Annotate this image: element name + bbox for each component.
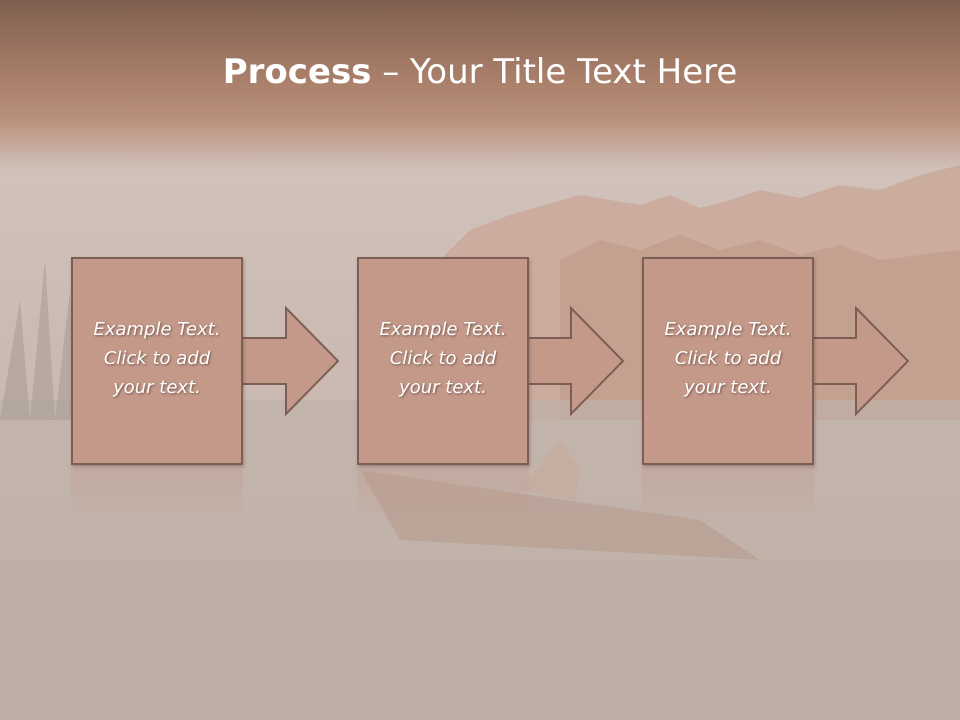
step-text-line: Example Text. [664, 319, 792, 340]
step-text: Example Text. Click to add your text. [73, 315, 241, 402]
step-text-line: Click to add [103, 348, 211, 369]
step-text-line: your text. [684, 377, 772, 398]
step-text-line: Click to add [674, 348, 782, 369]
step-text-line: Click to add [389, 348, 497, 369]
step-text-line: Example Text. [93, 319, 221, 340]
plant-leaves [0, 260, 75, 420]
process-step-box[interactable]: Example Text. Click to add your text. [71, 257, 243, 465]
title-rest: – Your Title Text Here [371, 52, 738, 92]
box-reflection [357, 467, 529, 527]
title-band [0, 0, 960, 170]
step-text-line: your text. [399, 377, 487, 398]
arrow-right-icon[interactable] [806, 306, 912, 416]
arrow-right-icon[interactable] [236, 306, 342, 416]
arrow-right-icon[interactable] [521, 306, 627, 416]
box-reflection [71, 467, 243, 527]
process-step-box[interactable]: Example Text. Click to add your text. [642, 257, 814, 465]
title-bold: Process [222, 52, 372, 92]
slide-title[interactable]: Process – Your Title Text Here [0, 52, 960, 92]
step-text: Example Text. Click to add your text. [359, 315, 527, 402]
box-reflection [642, 467, 814, 527]
process-step-box[interactable]: Example Text. Click to add your text. [357, 257, 529, 465]
boat-shape [360, 470, 760, 560]
step-text-line: Example Text. [379, 319, 507, 340]
step-text: Example Text. Click to add your text. [644, 315, 812, 402]
step-text-line: your text. [113, 377, 201, 398]
